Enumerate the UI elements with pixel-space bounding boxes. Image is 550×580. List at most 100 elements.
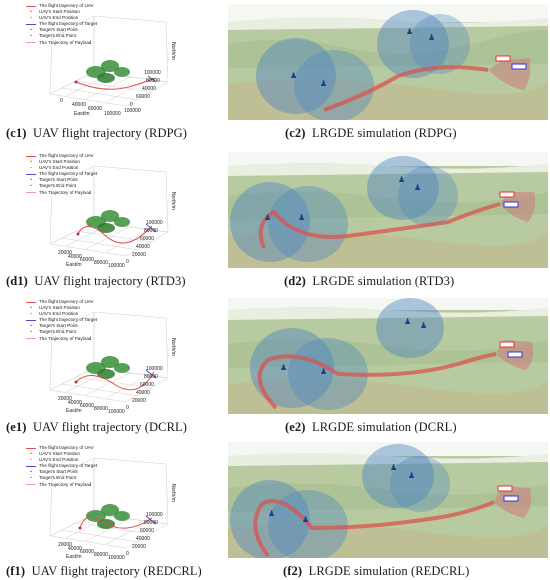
simulation-view-f2: ♟ ♟ ♟ ♟ — [228, 442, 548, 558]
legend-swatch — [26, 484, 36, 486]
legend-label: UAV's Start Position — [39, 9, 80, 15]
north-tick: 20000 — [132, 252, 146, 258]
caption-d2: (d2) LRGDE simulation (RTD3) — [284, 274, 454, 289]
figure-row-f: The flight trajectory of UAV •UAV's Star… — [0, 442, 550, 580]
north-tick: 80000 — [144, 374, 158, 380]
trajectory-3d-axes: 20000 40000 60000 80000 100000 East/m 10… — [49, 165, 176, 269]
legend-label: UAV's Start Position — [39, 451, 80, 457]
east-tick: 40000 — [68, 400, 82, 406]
east-tick: 80000 — [94, 406, 108, 412]
svg-text:♟: ♟ — [302, 515, 309, 524]
svg-text:♟: ♟ — [390, 463, 397, 472]
legend-swatch: • — [30, 305, 32, 311]
east-tick: 40000 — [72, 102, 86, 108]
svg-text:♟: ♟ — [408, 471, 415, 480]
north-tick: 80000 — [146, 78, 160, 84]
legend-label: Target's End Point — [39, 475, 77, 481]
north-tick: 100000 — [146, 512, 163, 518]
east-tick: 60000 — [80, 403, 94, 409]
legend-label: The Trajectory of Payload — [39, 335, 92, 341]
legend-entry: •Target's End Point — [26, 183, 97, 189]
east-tick: 0 — [60, 98, 63, 104]
legend-swatch — [26, 301, 36, 303]
east-tick: 60000 — [88, 106, 102, 112]
svg-text:♟: ♟ — [290, 71, 297, 80]
legend-entry: •UAV's End Position — [26, 457, 97, 463]
north-tick: 40000 — [136, 536, 150, 542]
legend-entry: •Target's Start Point — [26, 323, 97, 329]
legend-entry: • UAV's Start Position — [26, 305, 97, 311]
legend-swatch — [26, 338, 36, 340]
plot-legend: The flight trajectory of UAV •UAV's Star… — [26, 445, 97, 488]
north-axis-label: North/m — [170, 484, 176, 502]
legend-entry: • UAV's Start Position — [26, 451, 97, 457]
plot-legend: The flight trajectory of UAV •UAV's Star… — [26, 299, 97, 342]
caption-id: (c2) — [285, 126, 306, 140]
legend-entry: The Trajectory of Payload — [26, 336, 97, 342]
svg-text:♟: ♟ — [428, 33, 435, 42]
legend-swatch: • — [30, 183, 32, 189]
terrain-simulation: ♟ ♟ ♟ ♟ — [228, 298, 548, 414]
north-tick: 60000 — [140, 382, 154, 388]
north-tick: 60000 — [136, 94, 150, 100]
legend-entry: •Target's Start Point — [26, 27, 97, 33]
north-tick: 20000 — [132, 398, 146, 404]
east-tick: 20000 — [58, 396, 72, 402]
east-tick: 40000 — [68, 546, 82, 552]
terrain-simulation: ♟ ♟ ♟ ♟ — [228, 442, 548, 558]
east-tick: 20000 — [58, 542, 72, 548]
legend-swatch: • — [30, 475, 32, 481]
north-tick: 20000 — [132, 544, 146, 550]
legend-entry: •Target's End Point — [26, 33, 97, 39]
north-tick: 60000 — [140, 528, 154, 534]
legend-entry: • Target's Start Point — [26, 177, 97, 183]
legend-entry: •Target's Start Point — [26, 469, 97, 475]
caption-c1: (c1) UAV flight trajectory (RDPG) — [6, 126, 187, 141]
legend-swatch: • — [30, 15, 32, 21]
legend-swatch: • — [30, 177, 32, 183]
caption-id: (f1) — [6, 564, 26, 578]
east-tick: 40000 — [68, 254, 82, 260]
legend-swatch — [26, 5, 36, 7]
caption-id: (d1) — [6, 274, 28, 288]
north-tick: 60000 — [140, 236, 154, 242]
simulation-view-d2: ♟ ♟ ♟ ♟ — [228, 152, 548, 268]
legend-swatch: • — [30, 451, 32, 457]
legend-swatch — [26, 42, 36, 44]
trajectory-3d-axes: 20000 40000 60000 80000 100000 East/m 10… — [49, 311, 176, 415]
legend-swatch — [26, 447, 36, 449]
simulation-view-c2: ♟ ♟ ♟ ♟ — [228, 4, 548, 120]
north-tick: 0 — [126, 551, 129, 557]
caption-d1: (d1) UAV flight trajectory (RTD3) — [6, 274, 186, 289]
legend-label: Target's Start Point — [39, 177, 78, 183]
figure-row-c: The flight trajectory of UAV •UAV's Star… — [0, 2, 550, 146]
trajectory-plot-e1: The flight trajectory of UAV •UAV's Star… — [6, 298, 212, 415]
legend-entry: •UAV's End Position — [26, 165, 97, 171]
legend-label: Target's End Point — [39, 33, 77, 39]
svg-text:♟: ♟ — [280, 363, 287, 372]
caption-text: UAV flight trajectory (RDPG) — [32, 126, 188, 140]
east-tick: 100000 — [108, 263, 125, 268]
caption-text: UAV flight trajectory (DCRL) — [32, 420, 188, 434]
caption-c2: (c2) LRGDE simulation (RDPG) — [285, 126, 457, 141]
legend-label: UAV's Start Position — [39, 305, 80, 311]
north-axis-label: North/m — [170, 338, 176, 356]
east-tick: 60000 — [80, 257, 94, 263]
trajectory-3d-axes: 20000 40000 60000 80000 100000 East/m 10… — [49, 457, 176, 561]
legend-swatch: • — [30, 311, 32, 317]
legend-label: The Trajectory of Payload — [39, 189, 92, 195]
legend-entry: The flight trajectory of UAV — [26, 153, 97, 159]
legend-entry: • UAV's Start Position — [26, 9, 97, 15]
legend-entry: The flight trajectory of Target — [26, 171, 97, 177]
caption-text: LRGDE simulation (RTD3) — [312, 274, 455, 288]
legend-label: UAV's End Position — [39, 311, 79, 317]
caption-f1: (f1) UAV flight trajectory (REDCRL) — [6, 564, 202, 579]
caption-id: (f2) — [283, 564, 303, 578]
svg-text:♟: ♟ — [404, 317, 411, 326]
legend-label: UAV's Start Position — [39, 159, 80, 165]
legend-swatch — [26, 465, 36, 467]
legend-swatch: • — [30, 9, 32, 15]
legend-swatch: • — [30, 323, 32, 329]
simulation-view-e2: ♟ ♟ ♟ ♟ — [228, 298, 548, 414]
north-tick: 40000 — [142, 86, 156, 92]
